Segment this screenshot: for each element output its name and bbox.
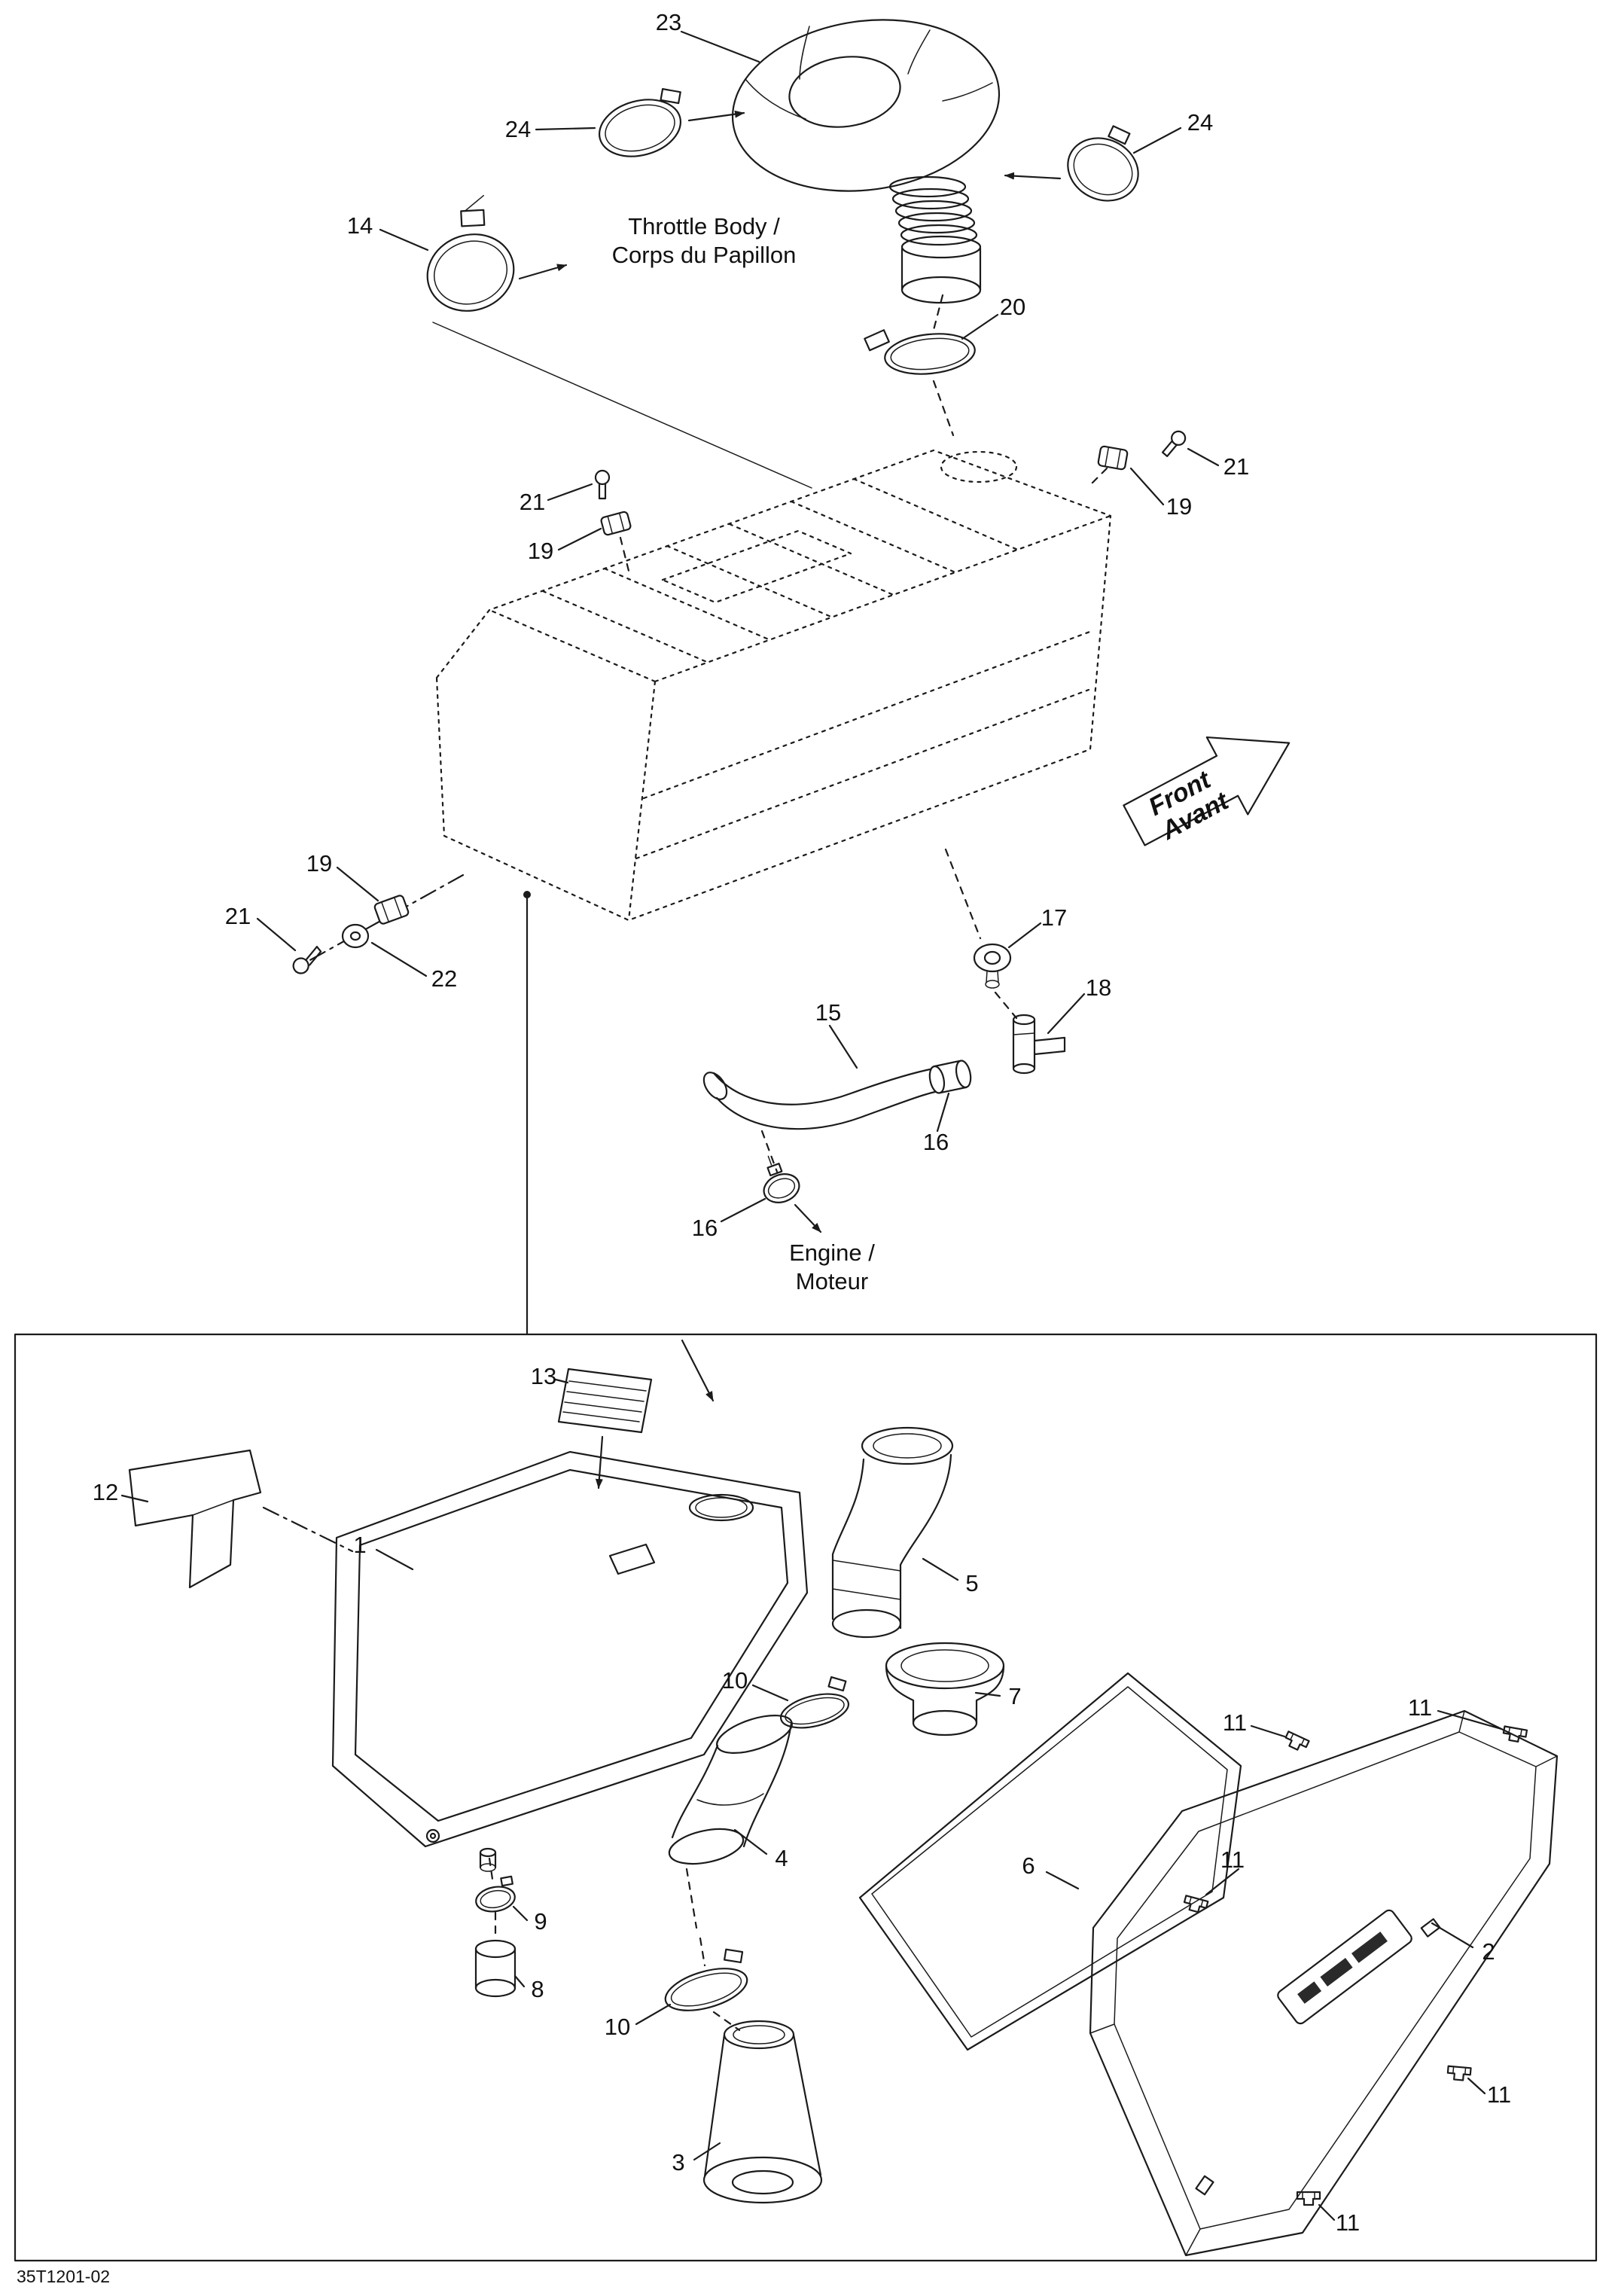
- drawing-number: 35T1201-02: [17, 2267, 111, 2286]
- elbow-4: [668, 1714, 793, 1865]
- clip-11: [1446, 2065, 1472, 2082]
- clamp-10-upper: [780, 1676, 849, 1729]
- callout-11: 11: [1222, 1709, 1248, 1736]
- callout-12: 12: [92, 1479, 119, 1505]
- vent-hose-15: [702, 1067, 937, 1130]
- callout-5: 5: [965, 1570, 979, 1596]
- callout-17: 17: [1041, 904, 1068, 931]
- alignment-dashes: [932, 294, 955, 437]
- brand-logo-plate: [1277, 1909, 1412, 2025]
- callout-22: 22: [431, 965, 458, 992]
- callout-10: 10: [604, 2014, 631, 2040]
- throttle-body-label-line1: Throttle Body /: [628, 213, 780, 239]
- drain-dashes: [488, 1857, 497, 1940]
- bolt-left: [292, 946, 322, 974]
- callout-21: 21: [519, 489, 546, 515]
- callout-3: 3: [672, 2149, 685, 2176]
- clip-11: [1282, 1730, 1310, 1754]
- deflector-12: [128, 1449, 262, 1589]
- throttle-body-label-line2: Corps du Papillon: [611, 241, 797, 268]
- clip-dash-right: [1090, 467, 1108, 485]
- callout-15: 15: [815, 999, 842, 1026]
- clamp-20: [864, 329, 976, 375]
- bolt-top-right: [1161, 430, 1187, 457]
- clamp-9: [475, 1875, 516, 1913]
- callout-8: 8: [531, 1976, 544, 2002]
- callout-11: 11: [1407, 1694, 1433, 1721]
- clamp-dash: [760, 1130, 779, 1173]
- hose-clamp-left: [598, 88, 682, 157]
- callout-19: 19: [306, 850, 333, 877]
- connector-dot: [523, 891, 531, 898]
- callout-1: 1: [353, 1532, 367, 1558]
- reference-line: [432, 322, 812, 489]
- detail-box-border: [14, 1333, 1598, 2262]
- callout-23: 23: [655, 9, 682, 35]
- engine-label: Engine / Moteur: [789, 1239, 875, 1296]
- bolt-top-left: [594, 469, 611, 500]
- fitting-18: [1012, 1014, 1066, 1075]
- clip-left: [373, 895, 410, 925]
- leader-lines-bottom: [120, 1339, 1503, 2221]
- clamp-16: [763, 1155, 800, 1203]
- deflector-axis: [262, 1506, 354, 1553]
- callout-16: 16: [922, 1129, 949, 1155]
- callout-10: 10: [721, 1667, 748, 1694]
- callout-24: 24: [504, 116, 532, 142]
- airbox-ghost: [435, 449, 1112, 922]
- clip-dash: [619, 536, 631, 575]
- decal-13: [557, 1368, 653, 1434]
- callout-14: 14: [346, 212, 373, 239]
- callout-7: 7: [1008, 1683, 1022, 1709]
- washer-22: [341, 923, 370, 949]
- callout-13: 13: [530, 1363, 557, 1389]
- coupler-16: [928, 1060, 972, 1094]
- callout-11: 11: [1486, 2081, 1512, 2108]
- filter-dashes: [685, 1868, 741, 2032]
- outlet-duct-5: [831, 1426, 954, 1639]
- drain-cap-8: [474, 1939, 517, 1998]
- clamp-10-lower: [664, 1948, 748, 2011]
- airbox-cover-2: [1089, 1709, 1559, 2257]
- grommet-17: [973, 943, 1012, 989]
- callout-20: 20: [999, 294, 1026, 320]
- front-direction-arrow: Front Avant: [1123, 736, 1291, 846]
- clip-11: [1296, 2191, 1321, 2206]
- hose-clamp-right: [1067, 125, 1139, 202]
- airbox-housing: [331, 1450, 809, 1872]
- callout-16: 16: [691, 1215, 718, 1241]
- vent-dashes: [944, 848, 1018, 1020]
- callout-21: 21: [224, 903, 251, 929]
- callout-11: 11: [1335, 2209, 1361, 2236]
- throttle-body-label: Throttle Body / Corps du Papillon: [612, 212, 797, 270]
- clip-11: [1181, 1895, 1209, 1915]
- callout-9: 9: [534, 1908, 547, 1935]
- engine-label-line1: Engine /: [789, 1239, 875, 1266]
- callout-24: 24: [1187, 109, 1214, 136]
- callout-11: 11: [1220, 1846, 1245, 1873]
- clamp-14: [426, 194, 515, 312]
- callout-18: 18: [1085, 974, 1112, 1001]
- leader-lines-top: [256, 30, 1220, 1233]
- callout-4: 4: [775, 1845, 788, 1871]
- intake-hose: [731, 19, 1001, 304]
- clip-top-left: [600, 511, 632, 536]
- callout-2: 2: [1482, 1938, 1495, 1965]
- gasket-6: [858, 1672, 1242, 2051]
- air-filter-3: [702, 2020, 823, 2204]
- engine-label-line2: Moteur: [795, 1267, 869, 1294]
- callout-21: 21: [1223, 453, 1250, 480]
- callout-6: 6: [1022, 1852, 1035, 1879]
- coupler-7: [885, 1642, 1005, 1736]
- callout-19: 19: [1166, 493, 1193, 520]
- clip-top-right: [1097, 445, 1129, 471]
- callout-19: 19: [527, 538, 554, 564]
